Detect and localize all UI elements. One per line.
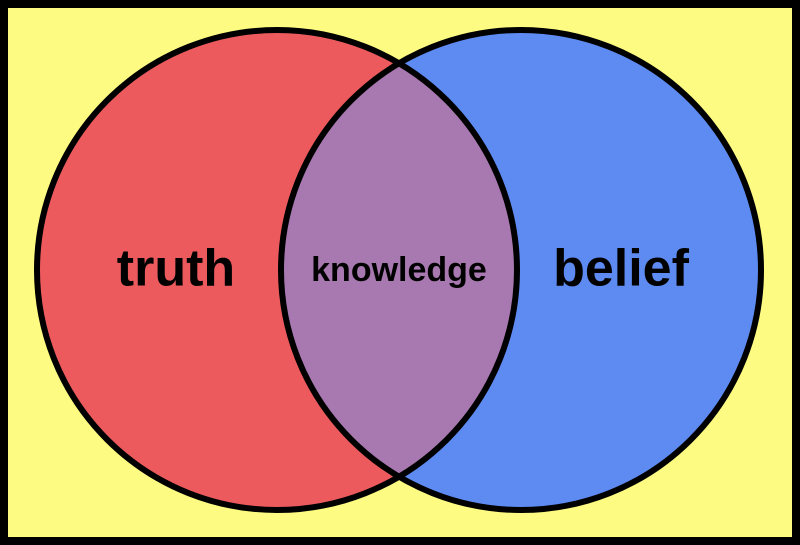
set-outline-belief	[278, 27, 764, 513]
intersection-region-knowledge[interactable]	[281, 30, 761, 510]
intersection-label-knowledge: knowledge	[311, 251, 487, 289]
intersection-group-knowledge	[281, 30, 761, 510]
set-label-truth: truth	[117, 240, 235, 298]
set-outline-truth	[34, 27, 520, 513]
set-label-belief: belief	[553, 240, 689, 298]
